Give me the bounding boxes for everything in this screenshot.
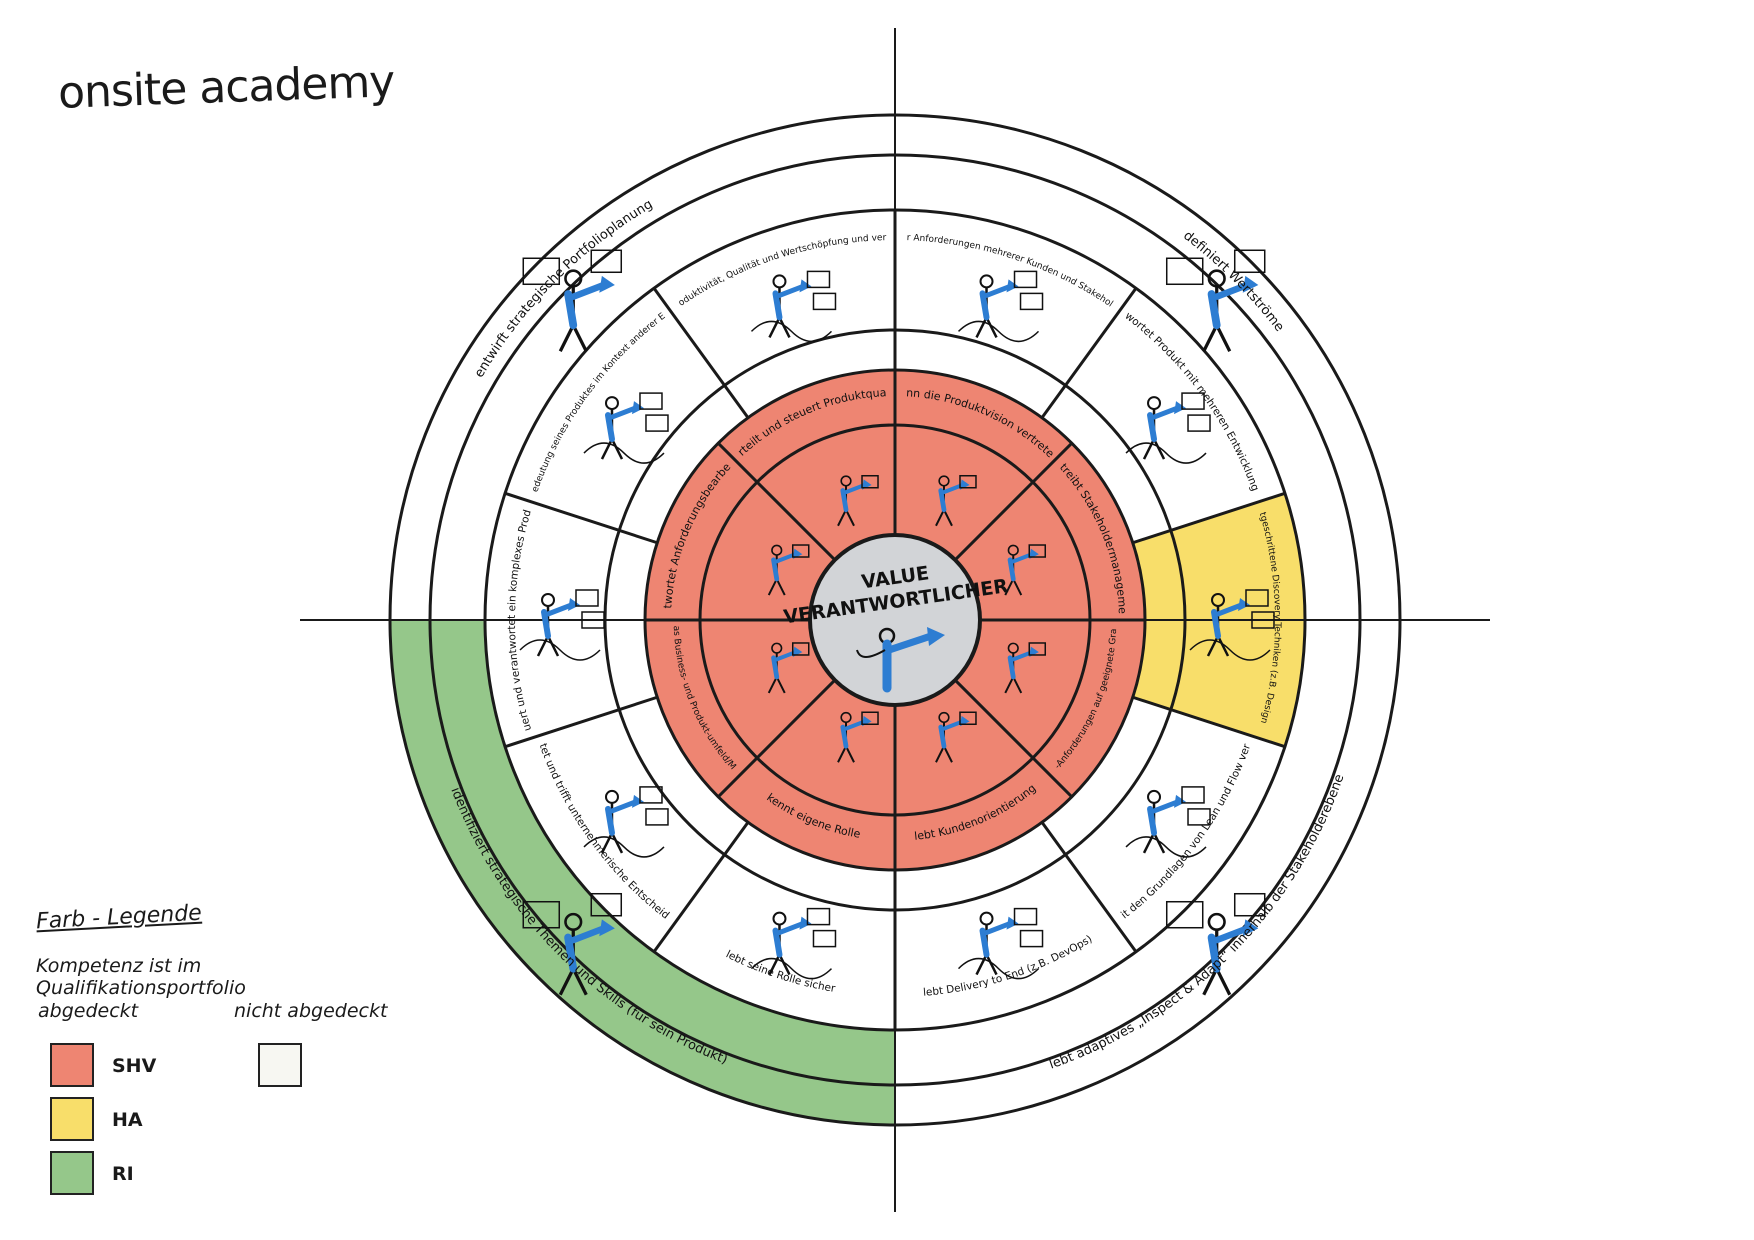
sketch-box-icon (861, 711, 879, 726)
middle-segment (895, 210, 1136, 418)
sketch-box-icon (1013, 270, 1038, 289)
sketch-box-icon (1165, 257, 1204, 286)
sketch-box-icon (959, 474, 977, 489)
sketch-box-icon (1251, 611, 1275, 629)
person-sketch-icon (1206, 593, 1250, 657)
legend-subtitle: Kompetenz ist im Qualifikationsportfolio (36, 955, 246, 999)
sketch-box-icon (959, 711, 977, 726)
person-sketch-icon (935, 475, 970, 527)
sketch-box-icon (575, 589, 599, 607)
sketch-box-icon (522, 900, 561, 929)
person-sketch-icon (768, 274, 812, 338)
sketch-box-icon (1165, 900, 1204, 929)
sketch-box-icon (645, 414, 669, 432)
person-sketch-icon (1202, 912, 1259, 996)
sketch-box-icon (812, 929, 837, 948)
legend-swatch-shv (50, 1043, 94, 1087)
sketch-line (583, 442, 665, 464)
legend-swatch-ri (50, 1151, 94, 1195)
person-sketch-icon (837, 475, 872, 527)
sketch-box-icon (791, 544, 810, 558)
person-sketch-icon (975, 274, 1019, 338)
person-sketch-icon (1142, 789, 1187, 854)
legend-not-covered-heading: nicht abgedeckt (234, 1000, 388, 1022)
legend-label-ha: HA (112, 1109, 143, 1131)
sketch-box-icon (590, 249, 623, 274)
legend-covered-heading: abgedeckt (38, 1000, 139, 1022)
sketch-box-icon (1187, 414, 1211, 432)
sketch-box-icon (645, 808, 669, 826)
middle-segment (895, 822, 1136, 1030)
sketch-box-icon (1013, 907, 1038, 926)
person-sketch-icon (558, 269, 615, 352)
middle-segment (654, 822, 895, 1030)
sketch-box-icon (1019, 929, 1044, 948)
sketch-box-icon (812, 292, 837, 311)
sketch-box-icon (1187, 808, 1211, 826)
sketch-line (957, 320, 1040, 343)
person-sketch-icon (768, 911, 812, 976)
sketch-box-icon (1233, 892, 1266, 917)
sketch-box-icon (861, 474, 879, 489)
sketch-line (957, 957, 1040, 980)
person-sketch-icon (1004, 642, 1039, 694)
sketch-box-icon (806, 270, 831, 289)
sketch-box-icon (590, 892, 623, 917)
person-sketch-icon (837, 711, 872, 763)
sketch-box-icon (806, 907, 831, 926)
center-person-icon (856, 627, 945, 693)
legend-swatch-not-covered (258, 1043, 302, 1087)
sketch-box-icon (581, 611, 605, 629)
sketch-line (1125, 442, 1207, 464)
person-sketch-icon (536, 593, 580, 657)
sketch-box-icon (1233, 249, 1266, 274)
sketch-box-icon (1181, 392, 1205, 410)
person-sketch-icon (558, 912, 615, 996)
person-sketch-icon (600, 789, 644, 854)
sketch-line (519, 639, 601, 661)
sketch-line (750, 320, 833, 343)
legend-label-shv: SHV (112, 1055, 157, 1077)
legend-title: Farb - Legende (35, 900, 203, 935)
sketch-line (1125, 836, 1207, 858)
person-sketch-icon (975, 911, 1019, 976)
legend-label-ri: RI (112, 1163, 134, 1185)
sketch-line (1189, 639, 1271, 661)
sketch-box-icon (522, 257, 561, 286)
outer-segment-ri (390, 620, 895, 1125)
person-sketch-icon (1004, 544, 1039, 596)
sketch-box-icon (1019, 292, 1044, 311)
sketch-line (750, 957, 833, 980)
sketch-box-icon (639, 392, 663, 410)
wheel-sketches (519, 249, 1275, 996)
sketch-line (583, 836, 665, 858)
person-sketch-icon (1202, 269, 1259, 352)
color-legend: Farb - Legende Kompetenz ist im Qualifik… (35, 901, 416, 1225)
sketch-box-icon (791, 642, 810, 656)
wheel-lines (300, 28, 1490, 1212)
center-disc (808, 533, 982, 707)
sketch-box-icon (1181, 786, 1205, 804)
sketch-box-icon (1245, 589, 1269, 607)
legend-swatch-ha (50, 1097, 94, 1141)
sketch-box-icon (639, 786, 663, 804)
middle-segment (654, 210, 895, 418)
person-sketch-icon (1142, 396, 1187, 460)
sketch-box-icon (1028, 642, 1047, 656)
sketch-box-icon (1028, 544, 1047, 558)
person-sketch-icon (600, 396, 644, 460)
person-sketch-icon (767, 642, 803, 694)
